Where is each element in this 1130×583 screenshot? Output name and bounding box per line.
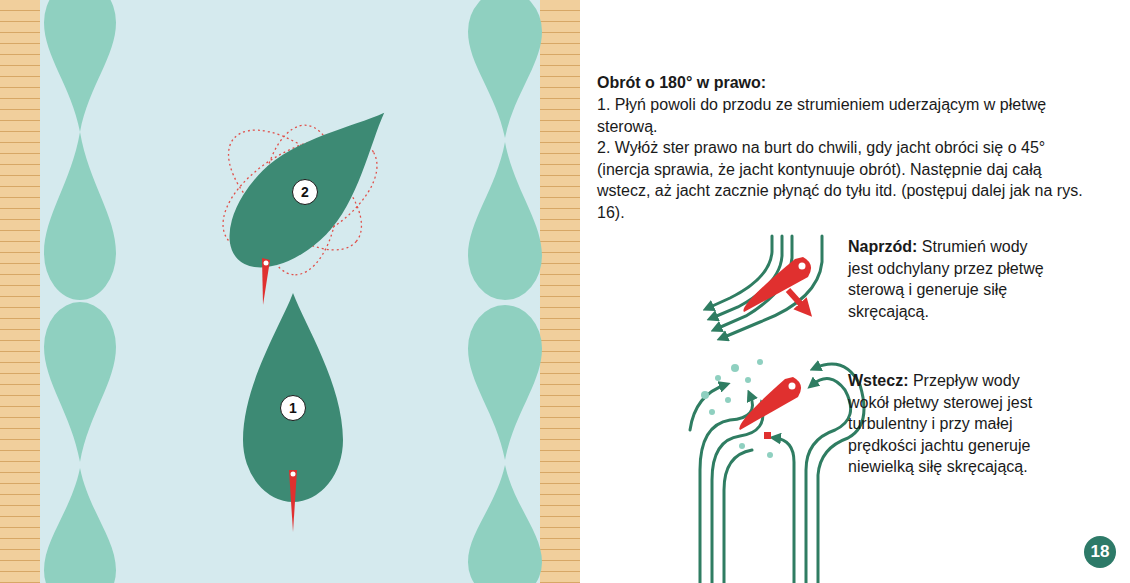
- callout-number: 2: [292, 179, 318, 205]
- rudder: [262, 258, 270, 305]
- force-arrow: [764, 432, 771, 439]
- bubble: [731, 364, 739, 372]
- moored-yacht: [468, 142, 542, 300]
- number-text: 2: [301, 184, 309, 200]
- flow-line: [712, 405, 763, 583]
- rudder-pivot: [799, 263, 806, 270]
- moored-yacht: [468, 0, 542, 138]
- moored-yacht: [44, 132, 116, 300]
- moored-yacht: [44, 302, 116, 462]
- yacht: [206, 81, 416, 291]
- bubble: [701, 391, 709, 399]
- text-block: 1. Płyń powoli do przodu ze strumieniem …: [597, 94, 1097, 137]
- bubble: [709, 409, 715, 415]
- bubble: [745, 377, 751, 383]
- rudder-pivot: [291, 472, 296, 477]
- note-text: 1. Płyń powoli do przodu ze strumieniem …: [597, 96, 1046, 135]
- page-number: 18: [1084, 536, 1116, 568]
- rudder-pivot: [789, 383, 796, 390]
- pier: [0, 0, 40, 583]
- flow-reverse: [690, 364, 864, 583]
- text-block: Naprzód:Strumień wody jest odchylany prz…: [848, 236, 1048, 322]
- flow-line: [724, 450, 752, 583]
- rudder-blade: [739, 377, 801, 430]
- bubble: [739, 443, 745, 449]
- text-block: 2. Wyłóż ster prawo na burt do chwili, g…: [597, 137, 1097, 223]
- heading: Obrót o 180° w prawo:: [597, 72, 766, 94]
- number-text: 18: [1091, 542, 1110, 562]
- note-heading: Naprzód:: [848, 238, 917, 255]
- bubble: [715, 375, 721, 381]
- flow-forward: [708, 236, 822, 338]
- note-text: 2. Wyłóż ster prawo na burt do chwili, g…: [597, 139, 1083, 221]
- note-heading: Wstecz:: [848, 372, 908, 389]
- moored-yacht: [468, 305, 542, 460]
- moored-yacht: [468, 465, 542, 583]
- text-block: Wstecz:Przepływ wody wokół płetwy sterow…: [848, 370, 1053, 478]
- rudder-blade: [743, 257, 811, 312]
- rudder-pivot: [264, 261, 269, 266]
- flow-line: [690, 385, 725, 430]
- pier: [540, 0, 580, 583]
- callout-number: 1: [280, 395, 306, 421]
- bubble: [767, 452, 773, 458]
- force-arrow: [788, 290, 806, 310]
- moored-yacht: [44, 0, 116, 132]
- flow-line: [806, 379, 851, 583]
- number-text: 1: [289, 400, 297, 416]
- moored-yachts: [44, 0, 542, 583]
- moored-yacht: [44, 468, 116, 583]
- bubble: [725, 397, 731, 403]
- flow-line: [775, 438, 794, 583]
- flow-line: [722, 236, 822, 338]
- rudder: [289, 470, 297, 532]
- bubble: [757, 359, 763, 365]
